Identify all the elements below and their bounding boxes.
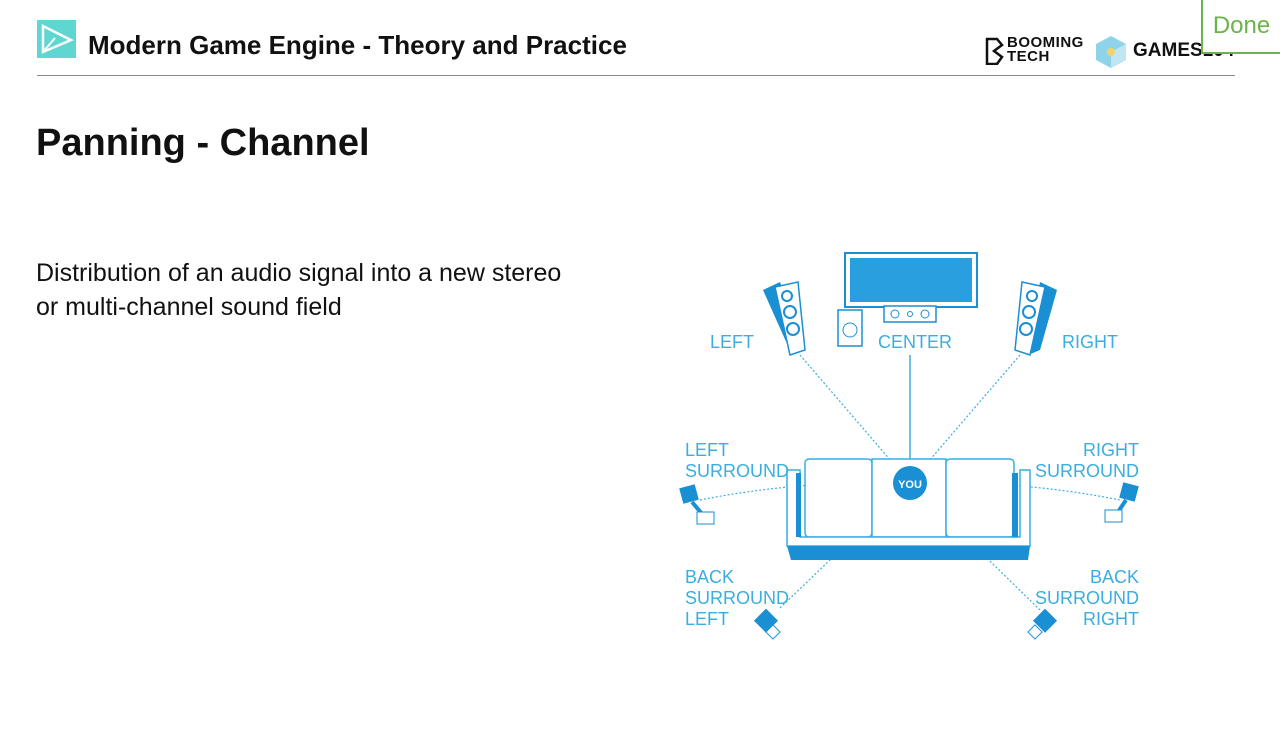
label-left-surround-2: SURROUND (685, 461, 789, 481)
center-speaker-icon (883, 305, 937, 323)
games104-cube-icon (1096, 36, 1126, 68)
header-divider (37, 75, 1235, 76)
label-back-left-1: BACK (685, 567, 734, 587)
label-left-surround-1: LEFT (685, 440, 729, 460)
back-right-speaker-icon (1027, 608, 1058, 640)
tv-icon (844, 252, 978, 308)
couch-icon (786, 458, 1031, 560)
course-logo (37, 20, 76, 58)
label-back-right-2: SURROUND (1035, 588, 1139, 608)
right-surround-speaker-icon (1104, 482, 1139, 523)
left-speaker-icon (763, 281, 806, 356)
label-left: LEFT (710, 332, 754, 352)
done-button[interactable]: Done (1201, 0, 1280, 54)
slide-title: Panning - Channel (36, 122, 370, 164)
label-center: CENTER (878, 332, 952, 352)
label-right-surround-2: SURROUND (1035, 461, 1139, 481)
label-right: RIGHT (1062, 332, 1118, 352)
label-back-left-3: LEFT (685, 609, 729, 629)
label-back-right-3: RIGHT (1083, 609, 1139, 629)
slide-body-text: Distribution of an audio signal into a n… (36, 259, 562, 321)
back-left-speaker-icon (753, 608, 781, 640)
listener-marker (893, 466, 927, 500)
label-back-right-1: BACK (1090, 567, 1139, 587)
label-back-left-2: SURROUND (685, 588, 789, 608)
right-speaker-icon (1014, 281, 1057, 356)
you-label: YOU (898, 479, 922, 491)
label-right-surround-1: RIGHT (1083, 440, 1139, 460)
subwoofer-icon (837, 309, 863, 347)
left-surround-speaker-icon (679, 484, 715, 525)
play-icon (41, 23, 74, 54)
booming-icon (985, 37, 1004, 65)
header-title: Modern Game Engine - Theory and Practice (88, 30, 627, 60)
